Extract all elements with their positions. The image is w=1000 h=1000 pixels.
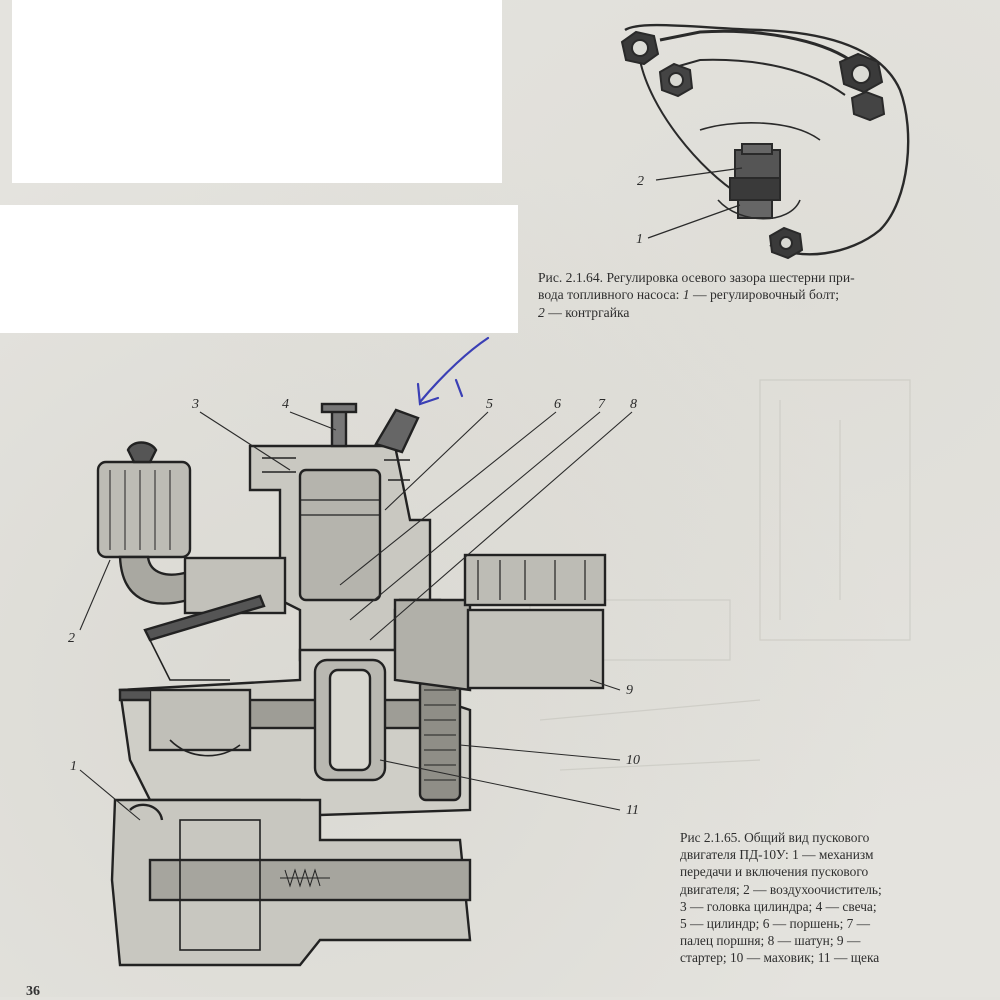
figure-64-caption-line2-text: вода топливного насоса: <box>538 287 680 303</box>
figure-65-caption-line: 5 — цилиндр; 6 — поршень; 7 — <box>680 916 871 932</box>
callout-65-10: 10 <box>626 753 640 768</box>
figure-65-caption-line: палец поршня; 8 — шатун; 9 — <box>680 933 861 949</box>
cylinder-block <box>248 444 432 662</box>
callout-65-6: 6 <box>554 397 561 412</box>
figure-64-caption: Рис. 2.1.64. Регулировка осевого зазора … <box>538 269 990 321</box>
callout-65-7: 7 <box>598 397 606 412</box>
blank-area-top <box>12 0 502 183</box>
bolt-top-left <box>620 30 660 66</box>
carburettor-linkage <box>143 556 287 681</box>
figure-64-caption-num2: 2 <box>538 304 545 320</box>
figure-65-caption-line: двигателя ПД-10У: 1 — механизм <box>680 847 874 863</box>
figure-64-caption-item2: — контргайка <box>548 304 630 320</box>
callout-65-8: 8 <box>630 397 637 412</box>
figure-65-caption: Рис 2.1.65. Общий вид пускового двигател… <box>680 829 990 967</box>
figure-64-illustration <box>620 23 910 260</box>
figure-64-caption-line1: Рис. 2.1.64. Регулировка осевого зазора … <box>538 270 855 285</box>
figure-64-caption-item1: — регулировочный болт; <box>693 287 839 303</box>
adjusting-bolt-assembly <box>699 122 821 220</box>
figure-64-caption-num1: 1 <box>682 287 690 303</box>
figure-65-caption-line: 3 — головка цилиндра; 4 — свеча; <box>680 898 877 914</box>
crankcase <box>118 598 472 817</box>
figure-65-caption-line: Рис 2.1.65. Общий вид пускового <box>680 830 870 845</box>
figure-65-caption-line: стартер; 10 — маховик; 11 — щека <box>680 950 880 966</box>
bolt-top-right <box>838 52 884 94</box>
blank-area-middle <box>0 205 518 333</box>
callout-65-3: 3 <box>191 397 199 412</box>
bolt-bottom <box>768 226 804 260</box>
callout-65-1: 1 <box>70 759 77 774</box>
callout-65-5: 5 <box>486 397 493 412</box>
air-cleaner <box>96 441 192 605</box>
figure-64-caption-line3: 2 — контргайка <box>538 304 990 321</box>
bolt-right <box>850 90 886 122</box>
pen-arrow-annotation <box>416 336 490 406</box>
page-number: 36 <box>26 984 40 999</box>
figure-65-caption-line: передачи и включения пускового <box>680 864 869 880</box>
callout-65-9: 9 <box>626 683 633 698</box>
figure-65-leaders <box>79 411 633 821</box>
callout-65-11: 11 <box>626 803 639 818</box>
figure-65-caption-line: двигателя; 2 — воздухоочиститель; <box>680 881 882 897</box>
spark-plug <box>320 402 358 448</box>
transmission-mechanism <box>110 798 472 967</box>
callout-64-2: 2 <box>637 174 644 189</box>
primer-fitting <box>374 408 420 454</box>
callout-65-4: 4 <box>282 397 289 412</box>
starter-motor <box>393 553 607 692</box>
bolt-top-left-2 <box>658 62 694 98</box>
figure-64-caption-line2: вода топливного насоса: 1 — регулировочн… <box>538 286 990 303</box>
figure-65-illustration <box>96 402 607 967</box>
bleed-through-marks <box>529 379 911 771</box>
callout-64-1: 1 <box>636 232 643 247</box>
callout-65-2: 2 <box>68 631 75 646</box>
